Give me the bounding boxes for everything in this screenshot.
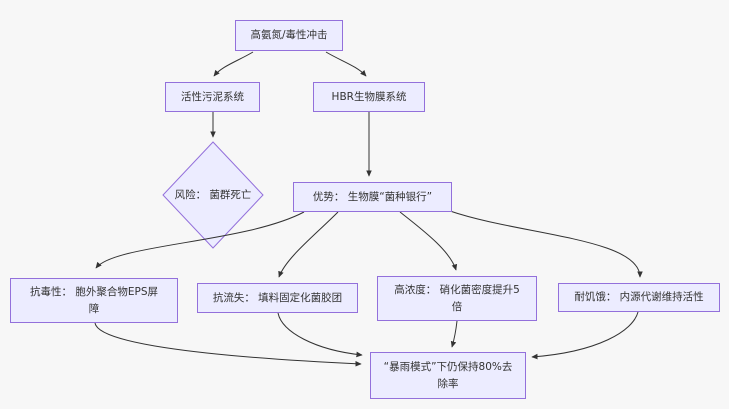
- node-high-density-label: 高浓度： 硝化菌密度提升5 倍: [394, 283, 520, 313]
- node-high-density: 高浓度： 硝化菌密度提升5 倍: [377, 276, 537, 321]
- edge-shock-to-sludge: [213, 51, 254, 77]
- node-starvation-tolerance: 耐饥饿： 内源代谢维持活性: [558, 283, 720, 312]
- edge-density-to-result: [450, 320, 458, 348]
- node-starvation-tolerance-label: 耐饥饿： 内源代谢维持活性: [574, 291, 704, 303]
- edge-advantage-to-density: [399, 211, 458, 271]
- edge-advantage-to-starvation: [449, 210, 643, 278]
- node-hbr-biofilm: HBR生物膜系统: [313, 82, 425, 112]
- node-result: “暴雨模式”下仍保持80%去 除率: [370, 352, 526, 399]
- node-shock: 高氨氮/毒性冲击: [235, 20, 343, 51]
- node-result-label: “暴雨模式”下仍保持80%去 除率: [383, 360, 513, 390]
- node-anti-toxicity: 抗毒性： 胞外聚合物EPS屏 障: [10, 278, 178, 323]
- node-activated-sludge: 活性污泥系统: [165, 82, 260, 112]
- node-hbr-biofilm-label: HBR生物膜系统: [331, 90, 407, 103]
- node-anti-toxicity-label: 抗毒性： 胞外聚合物EPS屏 障: [30, 285, 158, 315]
- node-anti-loss: 抗流失： 填料固定化菌胶团: [197, 283, 358, 313]
- node-advantage-label: 优势： 生物膜“菌种银行”: [312, 190, 433, 203]
- edge-advantage-to-toxicity: [95, 211, 305, 269]
- edge-shock-to-hbr: [325, 51, 367, 77]
- node-shock-label: 高氨氮/毒性冲击: [250, 29, 328, 41]
- node-risk: 风险： 菌群死亡: [155, 180, 271, 210]
- edge-starvation-to-result: [531, 311, 639, 360]
- edge-loss-to-result: [277, 312, 363, 358]
- node-anti-loss-label: 抗流失： 填料固定化菌胶团: [212, 291, 343, 304]
- node-advantage: 优势： 生物膜“菌种银行”: [293, 182, 452, 212]
- edge-advantage-to-loss: [278, 211, 339, 278]
- node-activated-sludge-label: 活性污泥系统: [181, 90, 244, 103]
- edge-toxicity-to-result: [94, 322, 362, 367]
- risk-diamond-shape: [162, 141, 264, 249]
- node-risk-label: 风险： 菌群死亡: [174, 188, 252, 201]
